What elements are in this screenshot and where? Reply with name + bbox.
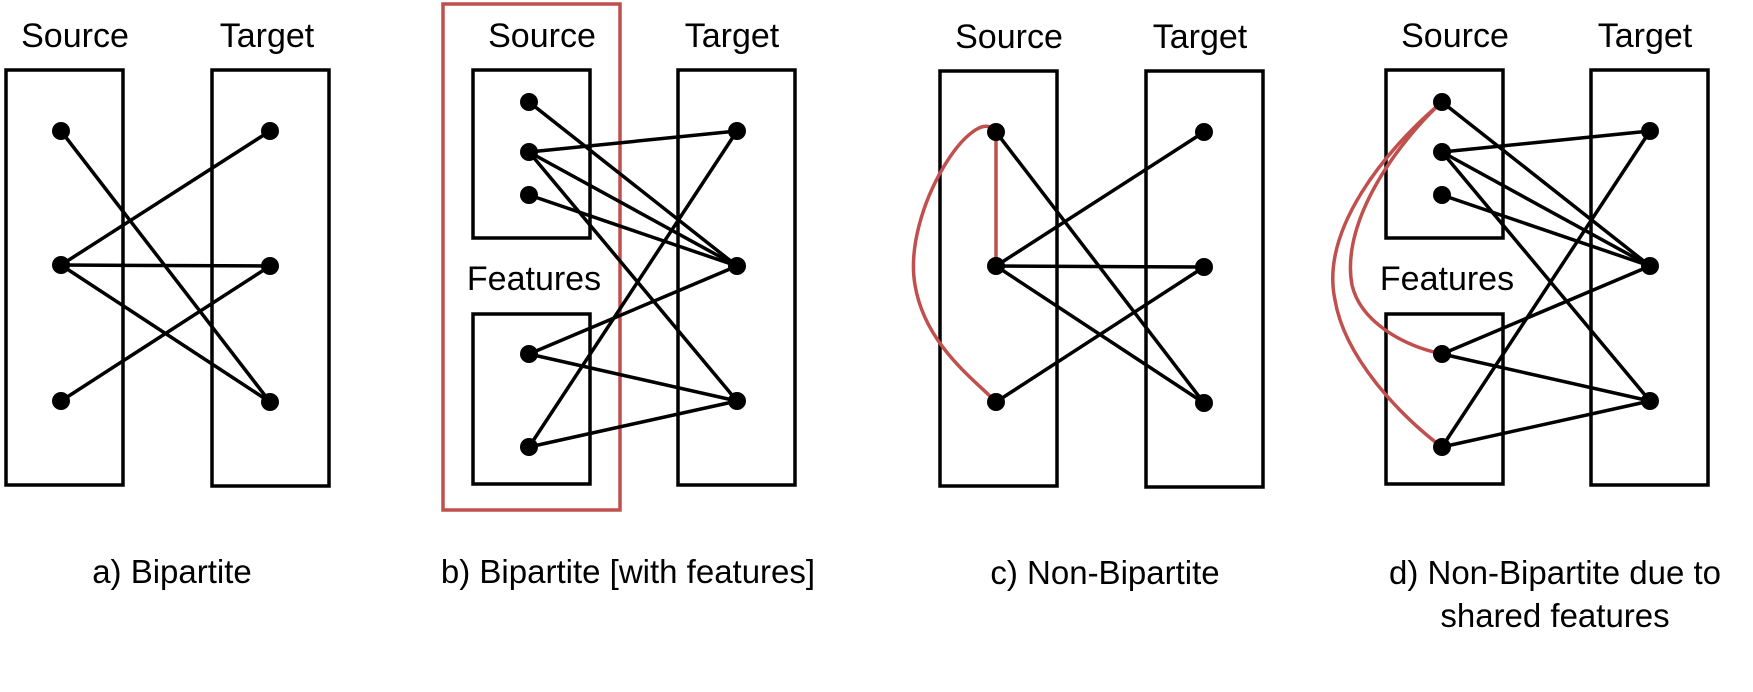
source-box: [471, 68, 592, 240]
target-node: [1195, 394, 1213, 412]
source-node: [52, 392, 70, 410]
caption-line-2: shared features: [1440, 597, 1669, 634]
edge: [1441, 150, 1651, 268]
feature-node: [1433, 345, 1451, 363]
features-label: Features: [467, 260, 601, 298]
target-node: [261, 122, 279, 140]
target-box: [1589, 68, 1710, 487]
caption: d) Non-Bipartite due to: [1389, 554, 1721, 591]
target-node: [1195, 123, 1213, 141]
source-node: [1433, 186, 1451, 204]
edge: [995, 130, 1205, 268]
panel-d: Source Target Features d) Non-Bipartite …: [1331, 17, 1721, 634]
target-node: [1195, 258, 1213, 276]
edge: [528, 193, 738, 268]
edge: [60, 263, 271, 268]
caption: a) Bipartite: [92, 553, 252, 590]
panel-c: Source Target c) Non-Bipartite: [911, 18, 1265, 591]
edge: [527, 130, 739, 448]
target-box: [1144, 69, 1265, 489]
target-label: Target: [1598, 17, 1693, 55]
source-label: Source: [488, 17, 596, 55]
edge: [528, 129, 738, 154]
edge: [995, 264, 1205, 269]
edge: [527, 100, 739, 268]
edge: [528, 264, 738, 356]
source-node: [1433, 143, 1451, 161]
features-label: Features: [1380, 260, 1514, 298]
target-label: Target: [685, 17, 780, 55]
edge: [1441, 352, 1651, 403]
edge: [527, 150, 739, 403]
source-node: [987, 393, 1005, 411]
edge: [60, 129, 271, 267]
source-node: [52, 256, 70, 274]
source-label: Source: [955, 18, 1063, 56]
target-node: [728, 392, 746, 410]
source-box: [938, 69, 1059, 488]
shared-feature-curve: [1331, 100, 1444, 449]
source-label: Source: [21, 17, 129, 55]
source-node: [520, 186, 538, 204]
edge: [995, 265, 1205, 404]
edge: [1440, 130, 1652, 448]
edge: [1441, 193, 1651, 268]
target-box: [676, 68, 797, 487]
target-node: [728, 257, 746, 275]
target-node: [1641, 257, 1659, 275]
target-node: [728, 122, 746, 140]
source-highlight-box: [441, 2, 622, 512]
target-node: [261, 257, 279, 275]
source-node: [1433, 93, 1451, 111]
edge: [528, 352, 738, 403]
caption: c) Non-Bipartite: [990, 554, 1219, 591]
features-box: [471, 312, 592, 486]
caption: b) Bipartite [with features]: [441, 553, 815, 590]
edge: [1441, 264, 1651, 356]
edge: [528, 150, 738, 268]
feature-node: [520, 438, 538, 456]
target-label: Target: [220, 17, 315, 55]
edge: [1441, 399, 1651, 449]
source-node: [987, 123, 1005, 141]
feature-node: [1433, 438, 1451, 456]
source-node: [520, 93, 538, 111]
source-node: [987, 257, 1005, 275]
source-node: [52, 122, 70, 140]
target-label: Target: [1153, 18, 1248, 56]
target-node: [1641, 122, 1659, 140]
feature-node: [520, 345, 538, 363]
panel-a: Source Target a) Bipartite: [4, 17, 331, 590]
source-box: [1384, 68, 1505, 240]
edge: [528, 399, 738, 449]
target-node: [1641, 392, 1659, 410]
panel-b: Source Target Features b) Bipartite [wit…: [441, 2, 815, 590]
features-box: [1384, 312, 1505, 486]
edge: [1440, 150, 1652, 403]
edge: [1440, 100, 1652, 268]
target-box: [210, 68, 331, 488]
edge: [1441, 129, 1651, 154]
source-box: [4, 68, 125, 487]
shared-feature-curve: [1348, 100, 1444, 356]
edge: [60, 264, 271, 403]
source-label: Source: [1401, 17, 1509, 55]
source-node: [520, 143, 538, 161]
shared-link-curve: [911, 124, 998, 404]
target-node: [261, 393, 279, 411]
